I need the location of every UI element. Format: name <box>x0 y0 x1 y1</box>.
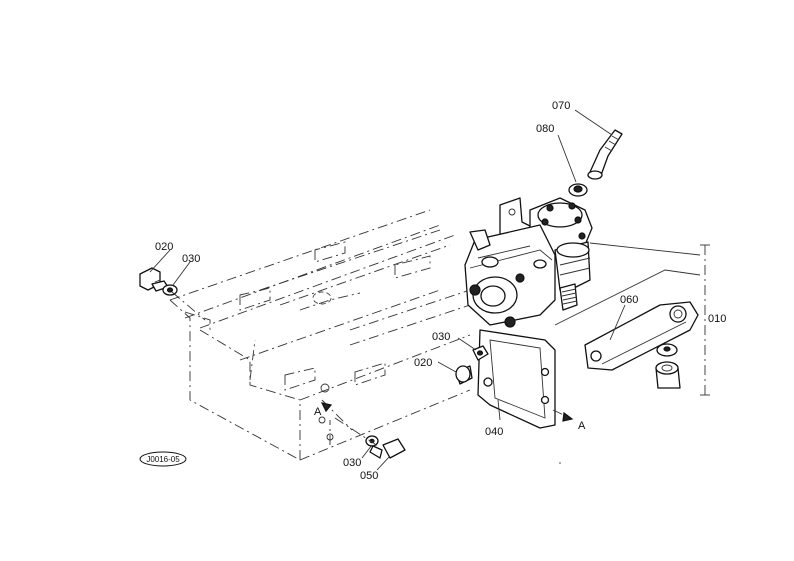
input-shaft-070 <box>587 129 623 180</box>
group-bracket-010 <box>554 242 710 396</box>
leader-lines <box>149 109 626 471</box>
washer-030-middle <box>472 345 489 361</box>
callout-050: 050 <box>360 470 378 482</box>
callout-030-left: 030 <box>182 253 200 265</box>
bolt-050 <box>369 438 406 459</box>
pitman-arm-060 <box>584 301 699 371</box>
washer-and-nut <box>655 343 681 389</box>
view-marker-a-left: A <box>314 406 322 418</box>
stray-dot <box>559 462 561 464</box>
chassis-frame <box>169 209 471 461</box>
callout-030-lower: 030 <box>343 457 361 469</box>
bushing-080 <box>568 183 588 197</box>
mounting-plate-040 <box>477 329 556 429</box>
callout-010: 010 <box>708 313 726 325</box>
callout-080: 080 <box>536 123 554 135</box>
view-marker-a-right: A <box>578 420 586 432</box>
callout-030-middle: 030 <box>432 331 450 343</box>
left-bolt-axis <box>171 291 206 321</box>
callout-020-middle: 020 <box>414 357 432 369</box>
washer-030-left <box>162 284 178 296</box>
steering-gearbox <box>464 197 593 328</box>
lower-bolt-axis <box>334 417 379 447</box>
callout-040: 040 <box>485 426 503 438</box>
bolt-020-middle <box>455 365 473 385</box>
callout-070: 070 <box>552 100 570 112</box>
drawing-reference-text: J0016-05 <box>146 455 180 464</box>
callout-060: 060 <box>620 294 638 306</box>
bolt-020-left <box>139 267 169 292</box>
view-arrow-right <box>552 409 574 422</box>
drawing-reference-badge: J0016-05 <box>139 451 187 467</box>
view-arrow-left <box>320 399 353 431</box>
callout-020-left: 020 <box>155 241 173 253</box>
